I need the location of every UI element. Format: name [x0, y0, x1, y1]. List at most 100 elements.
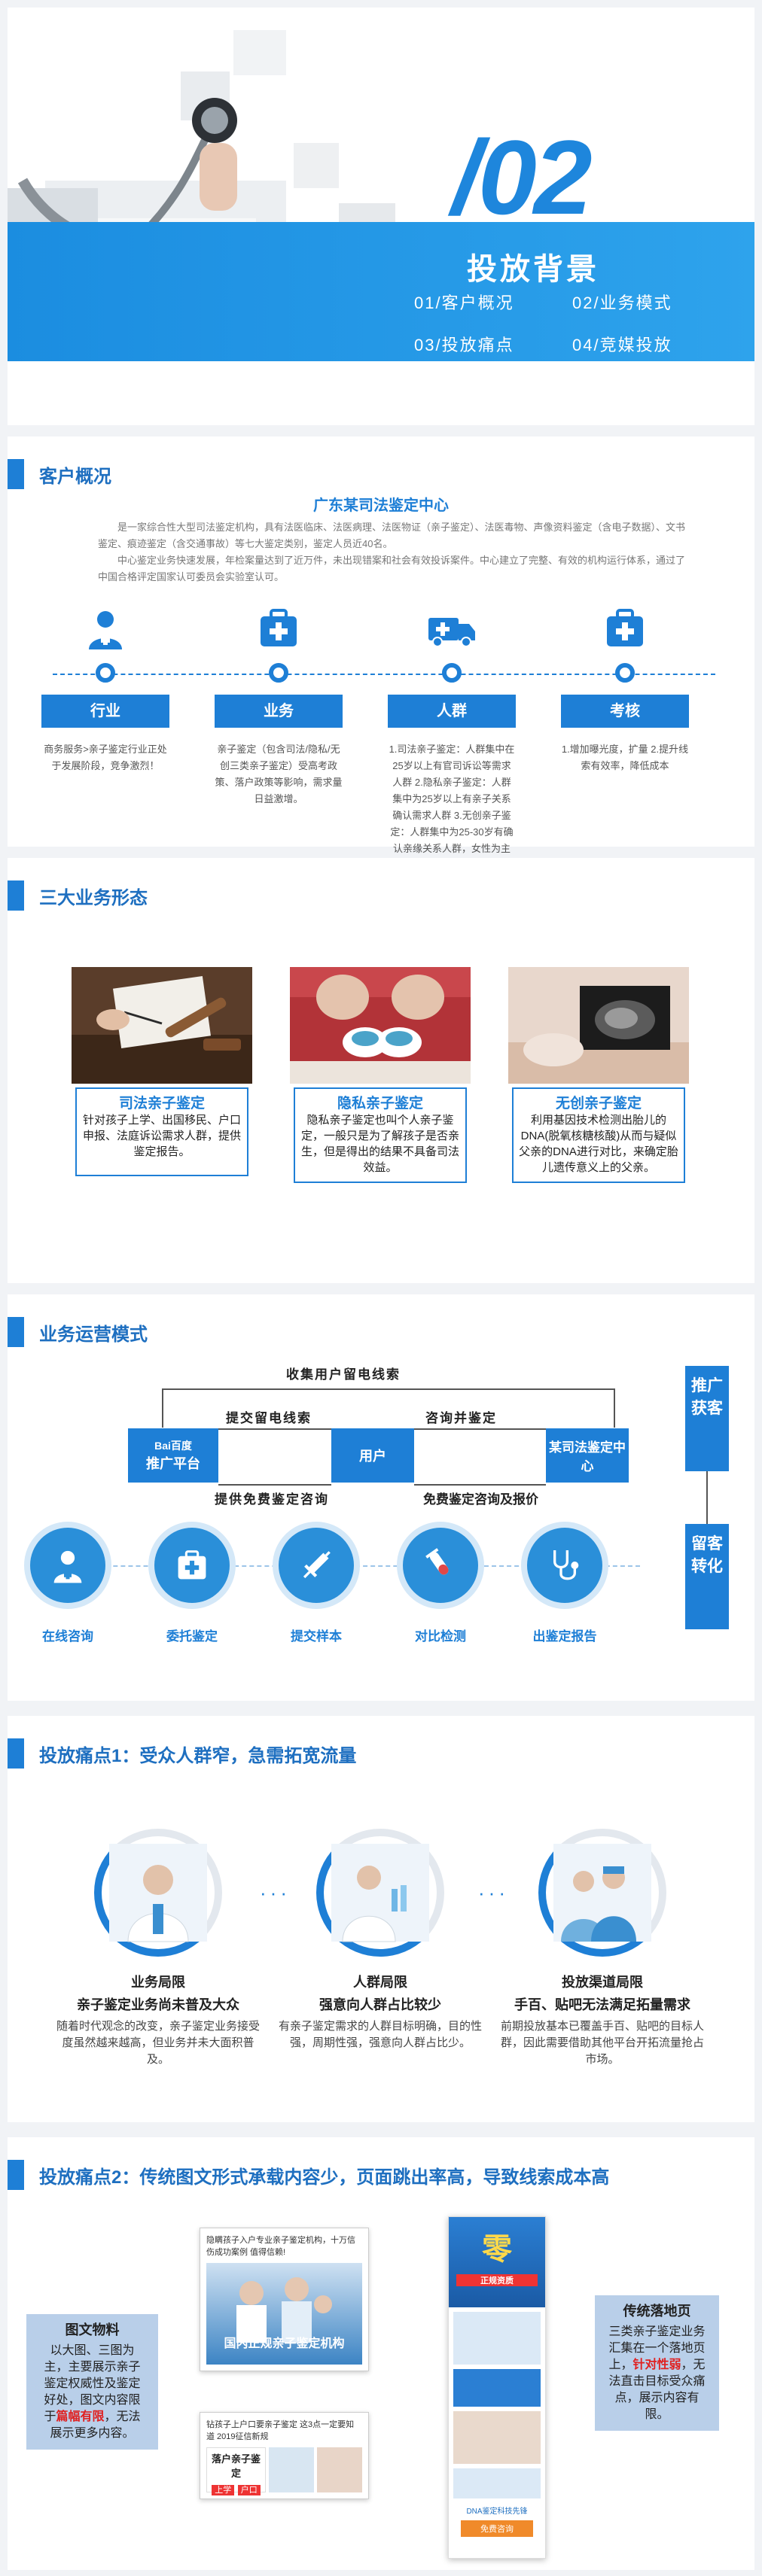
section-bar: [8, 2160, 24, 2190]
section-bar: [8, 1317, 24, 1347]
org-description: 是一家综合性大型司法鉴定机构，具有法医临床、法医病理、法医物证（亲子鉴定）、法医…: [98, 519, 685, 585]
business-card-box: 司法亲子鉴定 针对孩子上学、出国移民、户口申报、法庭诉讼需求人群，提供鉴定报告。: [75, 1087, 248, 1176]
column-text: 1.增加曝光度，扩量 2.提升线索有效率，降低成本: [561, 744, 689, 771]
cover-menu: 01/客户概况 02/业务模式 03/投放痛点 04/竞媒投放: [414, 290, 730, 356]
column-label: 行业: [41, 695, 169, 728]
column-text: 1.司法亲子鉴定：人群集中在25岁以上有官司诉讼等需求人群 2.隐私亲子鉴定：人…: [389, 744, 515, 854]
pain-text: 有亲子鉴定需求的人群目标明确，目的性强，周期性强，强意向人群占比少。: [278, 2020, 482, 2049]
ad-banner: 国内正规亲子鉴定机构: [224, 2337, 345, 2350]
landing-block: [453, 2411, 541, 2464]
medical-kit-icon: [256, 606, 301, 651]
ad-card-1[interactable]: 隐瞒孩子入户专业亲子鉴定机构，十万信伤成功案例 值得信赖! 国内正规亲子鉴定机构: [200, 2228, 369, 2371]
menu-item-3[interactable]: 03/投放痛点: [414, 336, 514, 354]
progress-ring: [316, 1829, 444, 1957]
ad-card-2[interactable]: 钻孩子上户口要亲子鉴定 这3点一定要知道 2019征信新规 落户亲子鉴定 上学 …: [200, 2412, 369, 2499]
pain-text: 随着时代观念的改变，亲子鉴定业务接受度虽然越来越高，但业务并未大面积普及。: [56, 2020, 260, 2066]
ad-banner: 落户亲子鉴定: [211, 2453, 261, 2479]
flow-arrow-top: [162, 1388, 614, 1390]
callout-title: 图文物料: [65, 2322, 120, 2337]
section-number: /02: [452, 118, 593, 236]
column-text: 亲子鉴定（包含司法/隐私/无创三类亲子鉴定）受高考政策、落户政策等影响，需求量日…: [215, 744, 343, 804]
business-card-private: 隐私亲子鉴定 隐私亲子鉴定也叫个人亲子鉴定，一般只是为了解孩子是否亲生，但是得出…: [290, 967, 471, 1183]
flow-arrow-1: [218, 1428, 331, 1430]
promotion-platform-box: Bai百度 推广平台: [128, 1428, 218, 1483]
user-box: 用户: [331, 1428, 414, 1483]
medical-team-photo: [553, 1844, 651, 1942]
user-label: 用户: [359, 1449, 386, 1464]
section-bar: [8, 880, 24, 911]
gavel-signing-photo: [72, 967, 252, 1084]
baby-shoes-photo: [290, 967, 471, 1084]
step-label: 提交样本: [291, 1629, 342, 1644]
pain1-slide: 投放痛点1：受众人群窄，急需拓宽流量 业务局限 亲子鉴定业务尚未普及大众 随着时…: [8, 1716, 754, 2122]
landing-header: 零 正规资质: [449, 2217, 545, 2307]
menu-item-4[interactable]: 04/竞媒投放: [572, 336, 672, 354]
ultrasound-photo: [508, 967, 689, 1084]
medical-kit-icon: [602, 606, 648, 651]
business-card-noninvasive: 无创亲子鉴定 利用基因技术检测出胎儿的DNA(脱氧核糖核酸)从而与疑似父亲的DN…: [508, 967, 689, 1183]
landing-block: [453, 2369, 541, 2407]
separator-dots: ···: [478, 1881, 509, 1904]
step-label: 在线咨询: [42, 1629, 93, 1644]
ad-tag: 上学: [212, 2485, 235, 2495]
timeline-dot: [442, 663, 462, 683]
menu-item-2[interactable]: 02/业务模式: [572, 293, 672, 312]
family-photo: [236, 2277, 332, 2343]
landing-dna: DNA鉴定科技先锋: [466, 2508, 528, 2516]
callout-title: 传统落地页: [623, 2304, 691, 2319]
section-header: 投放痛点1：受众人群窄，急需拓宽流量: [8, 1738, 356, 1769]
separator-dots: ···: [260, 1881, 291, 1904]
side-acquire: 推广获客: [685, 1366, 729, 1471]
ad-tile: 落户亲子鉴定 上学 户口: [206, 2447, 266, 2495]
baidu-logo: Bai百度: [154, 1440, 192, 1452]
ad-caption: 钻孩子上户口要亲子鉴定 这3点一定要知道 2019征信新规: [206, 2420, 355, 2441]
flow-collect-leads: 收集用户留电线索: [286, 1367, 401, 1382]
flow-arrow-top-left: [162, 1388, 163, 1428]
ad-tile-photo: [269, 2447, 314, 2492]
operation-slide: 业务运营模式 收集用户留电线索 Bai百度 推广平台 用户 某司法鉴定中心 提交…: [8, 1294, 754, 1701]
pain-channel: 投放渠道局限 手百、贴吧无法满足拓量需求 前期投放基本已覆盖手百、贴吧的目标人群…: [497, 1829, 708, 2068]
org-desc-2: 中心鉴定业务快速发展，年检案量达到了近万件，未出现错案和社会有效投诉案件。中心建…: [98, 555, 686, 582]
flow-submit-phone: 提交留电线索: [226, 1411, 312, 1425]
org-desc-1: 是一家综合性大型司法鉴定机构，具有法医临床、法医病理、法医物证（亲子鉴定）、法医…: [98, 522, 686, 549]
step-online-consult[interactable]: [30, 1528, 105, 1603]
step-submit-sample[interactable]: [279, 1528, 354, 1603]
business-name: 隐私亲子鉴定: [337, 1096, 423, 1112]
cover-title: 投放背景: [467, 253, 599, 286]
ad-image: 国内正规亲子鉴定机构: [206, 2263, 362, 2365]
center-label: 某司法鉴定中心: [549, 1440, 626, 1474]
flow-report: 免费鉴定咨询及报价: [423, 1492, 538, 1507]
section-title: 投放痛点2：传统图文形式承载内容少，页面跳出率高，导致线索成本高: [39, 2167, 610, 2188]
lab-photo: [331, 1844, 429, 1942]
platform-label: 推广平台: [146, 1456, 200, 1471]
column-label: 人群: [388, 695, 516, 728]
section-header: 三大业务形态: [8, 880, 148, 911]
step-entrust[interactable]: [154, 1528, 230, 1603]
side-retain: 留客转化: [685, 1524, 729, 1629]
flow-arrow-2: [414, 1428, 546, 1430]
menu-item-1[interactable]: 01/客户概况: [414, 293, 514, 312]
pain-title: 业务局限: [131, 1975, 185, 1990]
callout-text: 三类亲子鉴定业务汇集在一个落地页上，针对性弱，无法直击目标受众痛点，展示内容有限…: [608, 2325, 706, 2421]
landing-page-preview[interactable]: 零 正规资质 DNA鉴定科技先锋 免费咨询: [448, 2216, 546, 2559]
pain-subtitle: 亲子鉴定业务尚未普及大众: [77, 1997, 239, 2012]
stethoscope-icon: [553, 1550, 579, 1580]
business-name: 无创亲子鉴定: [555, 1096, 642, 1112]
landing-block: [453, 2312, 541, 2365]
pain-audience: 人群局限 强意向人群占比较少 有亲子鉴定需求的人群目标明确，目的性强，周期性强，…: [275, 1829, 486, 2051]
highlight-text: 篇幅有限: [56, 2410, 105, 2423]
pain2-slide: 投放痛点2：传统图文形式承载内容少，页面跳出率高，导致线索成本高 图文物料 以大…: [8, 2137, 754, 2570]
pain-business: 业务局限 亲子鉴定业务尚未普及大众 随着时代观念的改变，亲子鉴定业务接受度虽然越…: [53, 1829, 264, 2068]
ad-caption: 隐瞒孩子入户专业亲子鉴定机构，十万信伤成功案例 值得信赖!: [206, 2236, 355, 2257]
business-name: 司法亲子鉴定: [118, 1096, 205, 1112]
flow-free-consult: 提供免费鉴定咨询: [215, 1492, 329, 1507]
timeline-dot: [615, 663, 635, 683]
landing-cta-button[interactable]: 免费咨询: [461, 2520, 533, 2537]
syringe-icon: [303, 1551, 331, 1579]
step-compare-test[interactable]: [403, 1528, 478, 1603]
cover-blue-band: [8, 222, 754, 361]
steps-dashed-line: [68, 1565, 640, 1567]
step-issue-report[interactable]: [527, 1528, 602, 1603]
section-title: 三大业务形态: [39, 887, 148, 908]
